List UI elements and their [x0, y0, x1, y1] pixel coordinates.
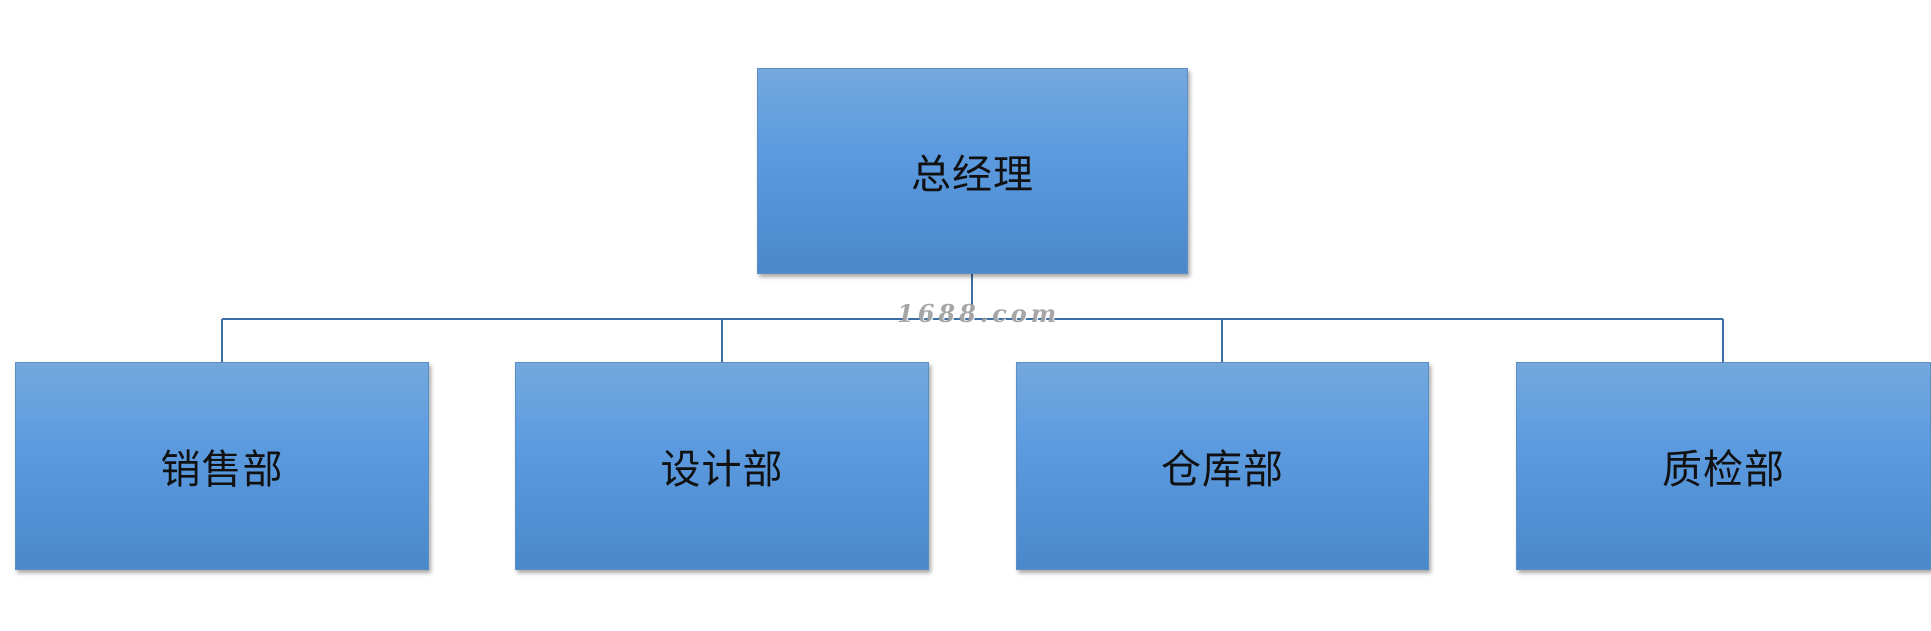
node-label: 总经理	[911, 152, 1034, 198]
node-warehouse-dept: 仓库部	[1016, 362, 1429, 570]
node-general-manager: 总经理	[757, 68, 1188, 274]
node-label: 仓库部	[1161, 447, 1284, 493]
watermark-text: 1688.com	[897, 299, 1061, 328]
node-design-dept: 设计部	[515, 362, 929, 570]
node-label: 设计部	[660, 447, 784, 493]
node-label: 质检部	[1662, 447, 1785, 493]
node-qc-dept: 质检部	[1516, 362, 1931, 570]
node-label: 销售部	[160, 447, 284, 493]
node-sales-dept: 销售部	[15, 362, 429, 570]
